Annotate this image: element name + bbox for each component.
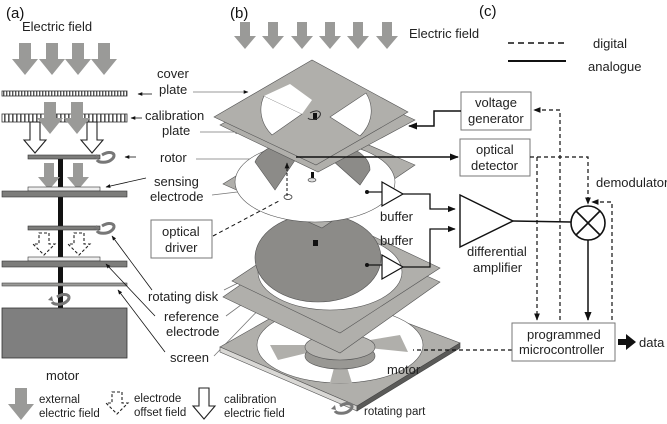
reference-electrode-a [27,256,101,262]
screen-a [1,282,128,287]
panel-label-b: (b) [230,5,248,22]
motor-shaft-a [58,156,63,318]
data-output-arrow [618,334,636,350]
label-calibration: calibration [145,108,204,123]
buffer-top-label: buffer [380,209,414,224]
legend-external-label-1: external [39,394,80,406]
legend-calibration-label-2: electric field [224,408,285,420]
differential-amplifier-label-1: differential [467,244,527,259]
data-output-label: data [639,335,665,350]
legend-rotating-label: rotating part [364,406,426,418]
legend-digital-label: digital [593,36,627,51]
voltage-generator-box [460,91,532,131]
optical-driver-box [150,219,213,259]
calibration-field-arrows-a [23,121,104,154]
demodulator-label: demodulator [596,175,667,190]
sensing-electrode-a [27,186,101,192]
legend-analogue-label: analogue [588,59,642,74]
cover-plate-b [213,59,409,166]
label-calibration-plate: plate [162,123,190,138]
optical-driver-label-1: optical [162,224,200,239]
label-rotor: rotor [160,150,187,165]
buffer-bottom-label: buffer [380,233,414,248]
external-field-arrows-a [12,43,117,75]
differential-amplifier-label-2: amplifier [473,260,523,275]
digital-connections [413,107,613,351]
buffer-top-to-amp [403,193,456,213]
rotor-rotation-icon [91,150,116,164]
differential-amplifier [459,193,515,249]
label-rotating-disk: rotating disk [148,289,219,304]
motor-a [1,307,128,359]
buffer-bottom-to-amp [403,225,456,268]
panel-b-field-title: Electric field [409,26,479,41]
amp-to-demodulator-line [512,220,572,223]
legend-offset-label-1: electrode [134,393,181,405]
legend-external-field-icon [8,388,34,420]
buffer-top [365,180,405,208]
legend-rotating-part-icon [329,401,354,415]
field-under-rotor-arrows [38,163,89,190]
legend-calibration-label-1: calibration [224,394,276,406]
label-reference: reference [164,309,219,324]
label-cover-plate: plate [159,82,187,97]
label-reference-electrode: electrode [166,324,219,339]
voltage-generator-label-2: generator [468,111,524,126]
microcontroller-label-2: microcontroller [519,342,605,357]
label-sensing: sensing [154,174,199,189]
rotating-disk-b [254,213,382,303]
panel-label-a: (a) [6,5,24,22]
rotating-disk-a [27,225,101,231]
external-field-arrows-b [234,22,398,49]
label-screen: screen [170,350,209,365]
motor-label-b: motor [387,362,421,377]
voltage-to-calibration-line [408,110,461,130]
panel-a-field-title: Electric field [22,19,92,34]
reference-electrode-base-a [1,260,128,268]
optical-detector-box [459,138,531,177]
legend-offset-field-icon [105,391,129,415]
motor-label-a: motor [46,368,80,383]
sensing-electrode-base-a [1,190,128,198]
microcontroller-label-1: programmed [527,327,601,342]
legend-calibration-field-icon [192,387,216,420]
panel-a-labels: cover plate calibration plate rotor sens… [105,66,269,365]
demodulator [570,205,606,241]
cover-plate-a [1,90,128,97]
disk-rotation-icon [91,221,116,235]
optical-detector-label-1: optical [476,142,514,157]
legend-offset-label-2: offset field [134,407,186,419]
rotor-a [27,154,101,160]
buffer-bottom [365,253,405,281]
legend-external-label-2: electric field [39,408,100,420]
voltage-generator-label-1: voltage [475,95,517,110]
optical-detector-label-2: detector [471,158,519,173]
microcontroller-box [511,322,616,362]
optical-driver-label-2: driver [165,240,198,255]
label-sensing-electrode: electrode [150,189,203,204]
label-cover: cover [157,66,189,81]
panel-label-c: (c) [479,3,497,20]
optical-driver-beam [212,200,280,237]
